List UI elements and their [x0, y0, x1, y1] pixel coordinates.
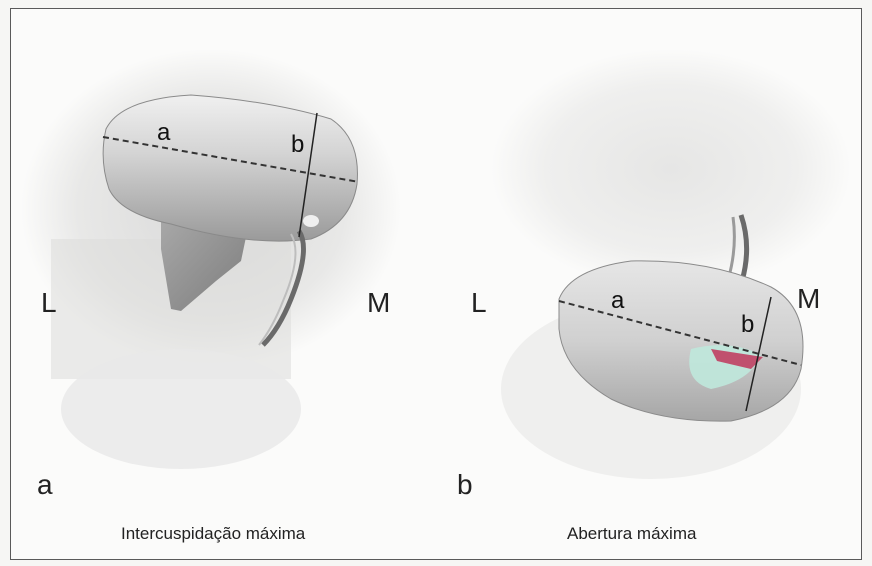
panel-b-axis-a-label: a: [611, 289, 624, 313]
panel-a-axis-a-label: a: [157, 121, 170, 145]
figure-artwork: [11, 9, 862, 560]
panel-a-lateral-label: L: [41, 289, 57, 317]
panel-b-caption: Abertura máxima: [567, 525, 696, 542]
panel-b-medial-label: M: [797, 285, 820, 313]
panel-a-letter: a: [37, 471, 53, 499]
panel-a-axis-b-label: b: [291, 133, 304, 157]
panel-b-axis-b-label: b: [741, 313, 754, 337]
panel-a-caption: Intercuspidação máxima: [121, 525, 305, 542]
figure-frame: a b L M a Intercuspidação máxima a b L M…: [10, 8, 862, 560]
panel-a-medial-label: M: [367, 289, 390, 317]
panel-b-letter: b: [457, 471, 473, 499]
panel-b-lateral-label: L: [471, 289, 487, 317]
